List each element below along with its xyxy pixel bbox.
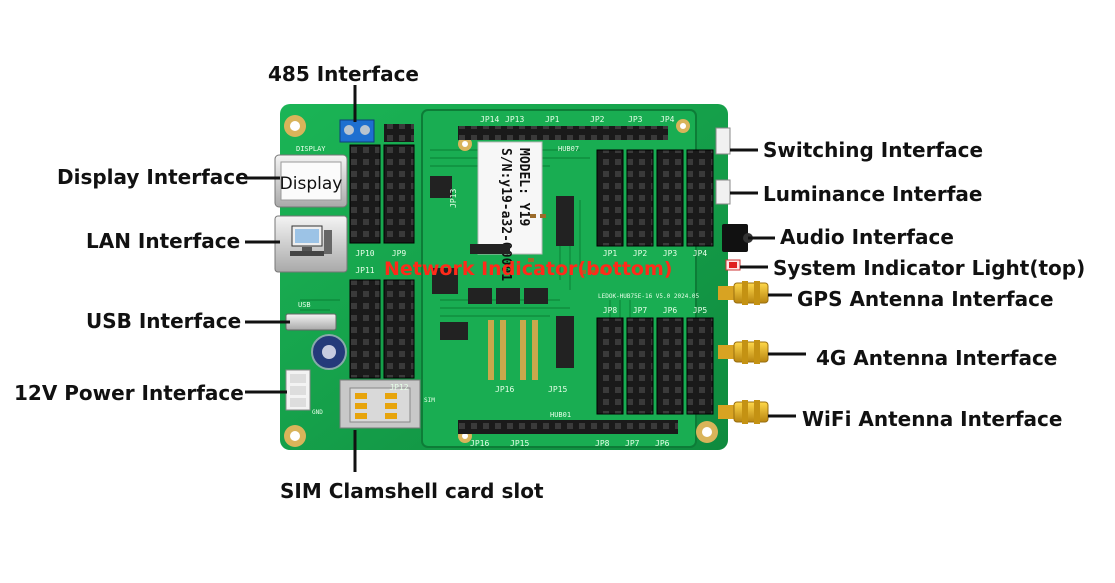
callout-lines: [245, 85, 806, 472]
silk-sim: SIM: [424, 397, 435, 404]
jp-label: JP13: [449, 189, 458, 208]
label-gps-antenna-interface: GPS Antenna Interface: [797, 287, 1054, 311]
jp-label: JP1: [545, 115, 560, 124]
chips: [430, 176, 574, 368]
model-text: MODEL: Y19: [516, 148, 531, 226]
luminance-connector: [715, 179, 731, 205]
label-system-indicator-light: System Indicator Light(top): [773, 256, 1086, 280]
jp-label: JP6: [655, 439, 670, 448]
jp-label: JP10: [355, 249, 374, 258]
small-header: [384, 124, 414, 142]
usb-port: [285, 313, 337, 331]
jp-label: JP11: [355, 266, 374, 275]
label-luminance-interface: Luminance Interfae: [763, 182, 983, 206]
label-switching-interface: Switching Interface: [763, 138, 984, 162]
jp-label: JP7: [625, 439, 640, 448]
mounting-hole: [284, 115, 718, 447]
jp-label: JP8: [595, 439, 610, 448]
right-lower-headers: [596, 317, 714, 415]
jp-label: JP2: [633, 249, 648, 258]
jp-label: JP13: [505, 115, 524, 124]
label-wifi-antenna-interface: WiFi Antenna Interface: [802, 407, 1063, 431]
wifi-antenna-connector: [718, 400, 769, 424]
jp-label: JP4: [660, 115, 675, 124]
audio-jack: [722, 224, 748, 252]
top-edge-header: [458, 126, 668, 140]
silk-usb: USB: [298, 301, 311, 309]
left-headers: [349, 144, 415, 379]
jp-label: JP12: [389, 383, 408, 392]
jp-label: JP7: [633, 306, 648, 315]
switching-connector: [715, 127, 731, 155]
label-485-interface: 485 Interface: [268, 62, 419, 86]
label-12v-power-interface: 12V Power Interface: [14, 381, 244, 405]
jp-label: JP1: [603, 249, 618, 258]
silk-display: DISPLAY: [296, 145, 326, 153]
label-network-indicator: Network Indicator(bottom): [384, 258, 673, 280]
label-sim-slot: SIM Clamshell card slot: [280, 479, 544, 503]
jp-label: JP15: [510, 439, 529, 448]
display-port-text: Display: [280, 174, 343, 194]
jp-label: JP3: [663, 249, 678, 258]
silk-hub-bottom: HUB01: [550, 411, 571, 419]
jp-label: JP16: [470, 439, 489, 448]
label-lan-interface: LAN Interface: [86, 229, 241, 253]
silk-board-id: LEDOK-HUB75E-16 V5.0 2024.05: [598, 293, 700, 300]
jp-label: JP9: [392, 249, 407, 258]
jp-label: JP2: [590, 115, 605, 124]
jp-label: JP14: [480, 115, 499, 124]
jp-label: JP3: [628, 115, 643, 124]
computer-icon: [290, 225, 332, 256]
label-display-interface: Display Interface: [57, 165, 249, 189]
silk-gnd: GND: [312, 409, 323, 416]
jp-label: JP4: [693, 249, 708, 258]
jp-label: JP8: [603, 306, 618, 315]
lte-antenna-connector: [718, 340, 769, 364]
model-label: MODEL: Y19 S/N:y19-a32-00001: [477, 141, 543, 281]
label-usb-interface: USB Interface: [86, 309, 242, 333]
jp-label: JP16: [495, 385, 514, 394]
jp-label: JP5: [693, 306, 708, 315]
label-audio-interface: Audio Interface: [780, 225, 954, 249]
silk-hub-top: HUB07: [558, 145, 579, 153]
test-pads: [488, 320, 538, 380]
right-upper-headers: [596, 149, 714, 247]
label-4g-antenna-interface: 4G Antenna Interface: [816, 346, 1058, 370]
gps-antenna-connector: [718, 281, 769, 305]
jp-label: JP6: [663, 306, 678, 315]
bottom-edge-header: [458, 420, 678, 434]
jp-label: JP15: [548, 385, 567, 394]
